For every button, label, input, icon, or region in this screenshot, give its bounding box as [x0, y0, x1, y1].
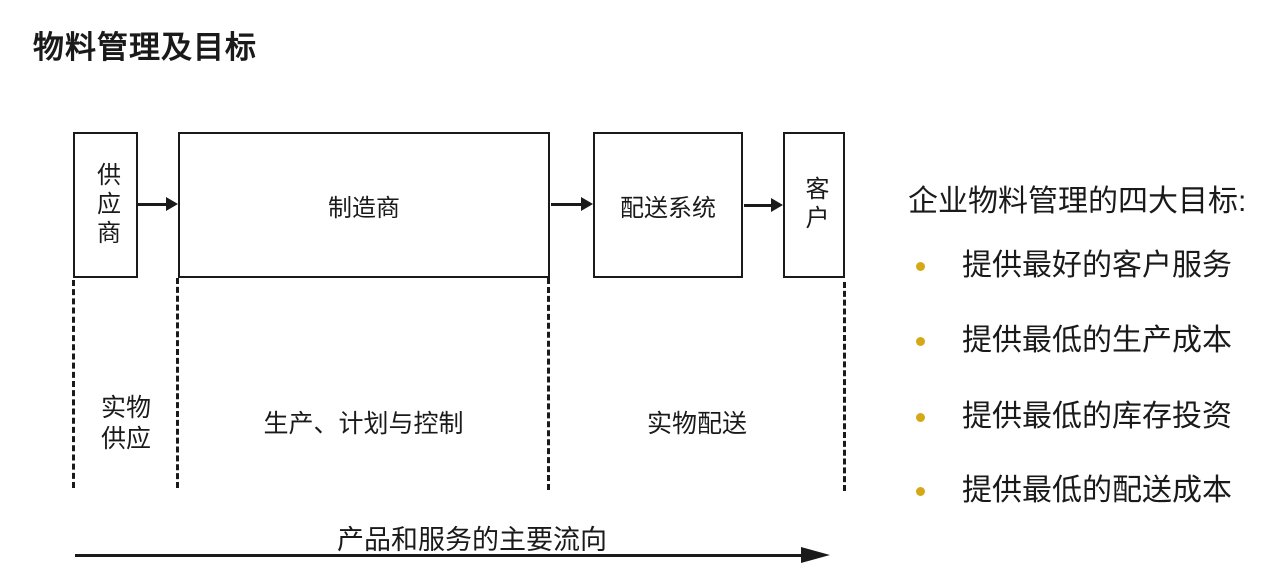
arrow-line [138, 203, 169, 206]
zone-divider-production-distribution [547, 278, 550, 490]
main-flow-arrow-head-icon [801, 547, 830, 563]
zone-divider-right [843, 282, 846, 491]
arrow-head-icon [581, 197, 593, 211]
zone-label-physical-supply: 实物 供应 [100, 394, 151, 453]
objectives-heading: 企业物料管理的四大目标: [908, 185, 1247, 218]
node-distribution-system: 配送系统 [593, 132, 743, 278]
zone-label-physical-distribution: 实物配送 [646, 409, 747, 438]
arrow-line [551, 203, 584, 206]
objective-item-label: 提供最低的库存投资 [962, 400, 1232, 433]
arrow-head-icon [166, 197, 178, 211]
arrow-distribution-to-customer [744, 197, 783, 213]
main-flow-arrow-line [75, 554, 803, 557]
bullet-dot-icon [916, 336, 925, 346]
bullet-dot-icon [916, 486, 925, 496]
node-customer: 客户 [783, 132, 845, 278]
objective-item-inventory-investment: 提供最低的库存投资 [916, 399, 1232, 435]
node-supplier-label: 供应商 [92, 161, 120, 249]
node-supplier: 供应商 [73, 132, 138, 278]
objective-item-customer-service: 提供最好的客户服务 [916, 248, 1232, 284]
node-distribution-system-label: 配送系统 [620, 194, 716, 222]
zone-label-production-planning-control: 生产、计划与控制 [263, 409, 464, 438]
node-customer-label: 客户 [801, 176, 828, 234]
arrow-manufacturer-to-distribution [551, 196, 593, 212]
node-manufacturer: 制造商 [178, 132, 550, 278]
arrow-head-icon [771, 198, 783, 212]
page-title: 物料管理及目标 [33, 30, 257, 65]
arrow-line [744, 204, 774, 207]
arrow-supplier-to-manufacturer [138, 196, 178, 212]
bullet-dot-icon [916, 261, 925, 271]
objective-item-production-cost: 提供最低的生产成本 [916, 323, 1232, 359]
zone-divider-supply-production [176, 278, 179, 488]
bullet-dot-icon [916, 412, 925, 422]
main-flow-label: 产品和服务的主要流向 [337, 525, 607, 555]
node-manufacturer-label: 制造商 [328, 194, 400, 222]
objective-item-label: 提供最低的生产成本 [962, 324, 1232, 357]
objective-item-label: 提供最低的配送成本 [962, 474, 1232, 507]
objective-item-label: 提供最好的客户服务 [962, 249, 1232, 282]
objective-item-distribution-cost: 提供最低的配送成本 [916, 473, 1232, 509]
zone-divider-left [72, 280, 75, 488]
